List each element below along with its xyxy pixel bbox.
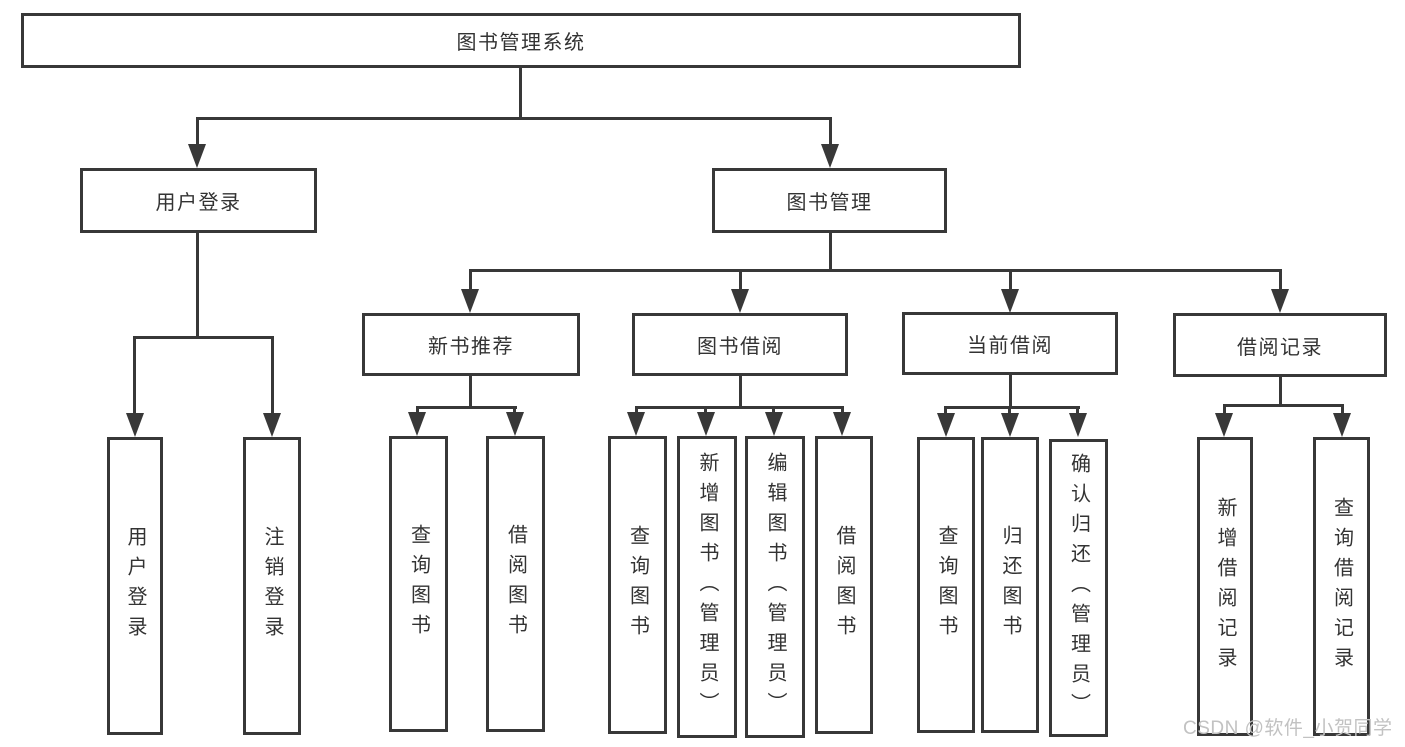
arrow-down-icon bbox=[1001, 413, 1019, 437]
leaf-return-books-label: 归还图书 bbox=[999, 525, 1021, 645]
connector-line bbox=[196, 117, 199, 150]
leaf-query-borrow-record-label: 查询借阅记录 bbox=[1330, 496, 1353, 677]
arrow-down-icon bbox=[1333, 413, 1351, 437]
arrow-down-icon bbox=[263, 413, 281, 437]
leaf-borrow-books-1-label: 借阅图书 bbox=[504, 524, 527, 644]
connector-line bbox=[1009, 374, 1012, 409]
node-book-management: 图书管理 bbox=[712, 168, 947, 233]
leaf-borrow-books-2-label: 借阅图书 bbox=[833, 525, 855, 645]
connector-line bbox=[1009, 269, 1012, 294]
connector-line bbox=[1279, 376, 1282, 407]
node-current-borrow-label: 当前借阅 bbox=[967, 335, 1053, 357]
connector-line bbox=[416, 406, 517, 409]
connector-line bbox=[133, 336, 274, 339]
connector-line bbox=[196, 117, 832, 120]
leaf-confirm-return-admin-label: 确认归还（管理员） bbox=[1067, 453, 1090, 723]
connector-line bbox=[1223, 404, 1344, 407]
node-new-book-recommend: 新书推荐 bbox=[362, 313, 580, 376]
node-root-label: 图书管理系统 bbox=[456, 32, 586, 54]
csdn-watermark: CSDN @软件_小贺同学 bbox=[1183, 718, 1393, 739]
node-user-login-label: 用户登录 bbox=[155, 192, 242, 214]
connector-line bbox=[519, 67, 522, 119]
leaf-user-login-label: 用户登录 bbox=[124, 526, 146, 646]
node-book-borrow-label: 图书借阅 bbox=[697, 336, 783, 358]
leaf-add-borrow-record-label: 新增借阅记录 bbox=[1214, 496, 1236, 677]
arrow-down-icon bbox=[731, 289, 749, 313]
arrow-down-icon bbox=[1001, 289, 1019, 313]
leaf-logout-label: 注销登录 bbox=[261, 526, 283, 646]
connector-line bbox=[739, 375, 742, 409]
leaf-query-books-2: 查询图书 bbox=[608, 436, 667, 734]
leaf-borrow-books-2: 借阅图书 bbox=[815, 436, 873, 734]
arrow-down-icon bbox=[697, 412, 715, 436]
node-new-book-recommend-label: 新书推荐 bbox=[428, 336, 514, 358]
leaf-edit-books-admin-label: 编辑图书（管理员） bbox=[764, 452, 786, 722]
arrow-down-icon bbox=[1069, 413, 1087, 437]
leaf-query-books-2-label: 查询图书 bbox=[626, 525, 649, 645]
arrow-down-icon bbox=[937, 413, 955, 437]
leaf-edit-books-admin: 编辑图书（管理员） bbox=[745, 436, 805, 738]
connector-line bbox=[271, 336, 274, 418]
arrow-down-icon bbox=[627, 412, 645, 436]
leaf-user-login: 用户登录 bbox=[107, 437, 163, 735]
connector-line bbox=[196, 232, 199, 339]
node-root: 图书管理系统 bbox=[21, 13, 1021, 68]
node-book-borrow: 图书借阅 bbox=[632, 313, 848, 376]
node-user-login: 用户登录 bbox=[80, 168, 317, 233]
leaf-add-books-admin: 新增图书（管理员） bbox=[677, 436, 737, 738]
leaf-add-books-admin-label: 新增图书（管理员） bbox=[696, 452, 718, 722]
node-borrow-records: 借阅记录 bbox=[1173, 313, 1387, 377]
node-borrow-records-label: 借阅记录 bbox=[1237, 336, 1323, 359]
leaf-borrow-books-1: 借阅图书 bbox=[486, 436, 545, 732]
leaf-query-books-1: 查询图书 bbox=[389, 436, 448, 732]
connector-line bbox=[635, 406, 844, 409]
connector-line bbox=[944, 406, 1080, 409]
arrow-down-icon bbox=[506, 412, 524, 436]
arrow-down-icon bbox=[408, 412, 426, 436]
connector-line bbox=[739, 269, 742, 294]
arrow-down-icon bbox=[461, 289, 479, 313]
leaf-logout: 注销登录 bbox=[243, 437, 301, 735]
leaf-query-books-3-label: 查询图书 bbox=[935, 525, 957, 645]
arrow-down-icon bbox=[833, 412, 851, 436]
connector-line bbox=[469, 375, 472, 409]
node-book-management-label: 图书管理 bbox=[786, 192, 873, 214]
leaf-return-books: 归还图书 bbox=[981, 437, 1039, 733]
arrow-down-icon bbox=[1215, 413, 1233, 437]
leaf-query-borrow-record: 查询借阅记录 bbox=[1313, 437, 1370, 736]
node-current-borrow: 当前借阅 bbox=[902, 312, 1118, 375]
leaf-query-books-1-label: 查询图书 bbox=[407, 524, 430, 644]
connector-line bbox=[829, 117, 832, 150]
connector-line bbox=[469, 269, 472, 294]
arrow-down-icon bbox=[1271, 289, 1289, 313]
arrow-down-icon bbox=[188, 144, 206, 168]
arrow-down-icon bbox=[126, 413, 144, 437]
connector-line bbox=[469, 269, 1282, 272]
connector-line bbox=[1279, 269, 1282, 294]
arrow-down-icon bbox=[821, 144, 839, 168]
connector-line bbox=[133, 336, 136, 418]
leaf-query-books-3: 查询图书 bbox=[917, 437, 975, 733]
connector-line bbox=[829, 232, 832, 272]
leaf-confirm-return-admin: 确认归还（管理员） bbox=[1049, 439, 1108, 737]
arrow-down-icon bbox=[765, 412, 783, 436]
leaf-add-borrow-record: 新增借阅记录 bbox=[1197, 437, 1253, 736]
